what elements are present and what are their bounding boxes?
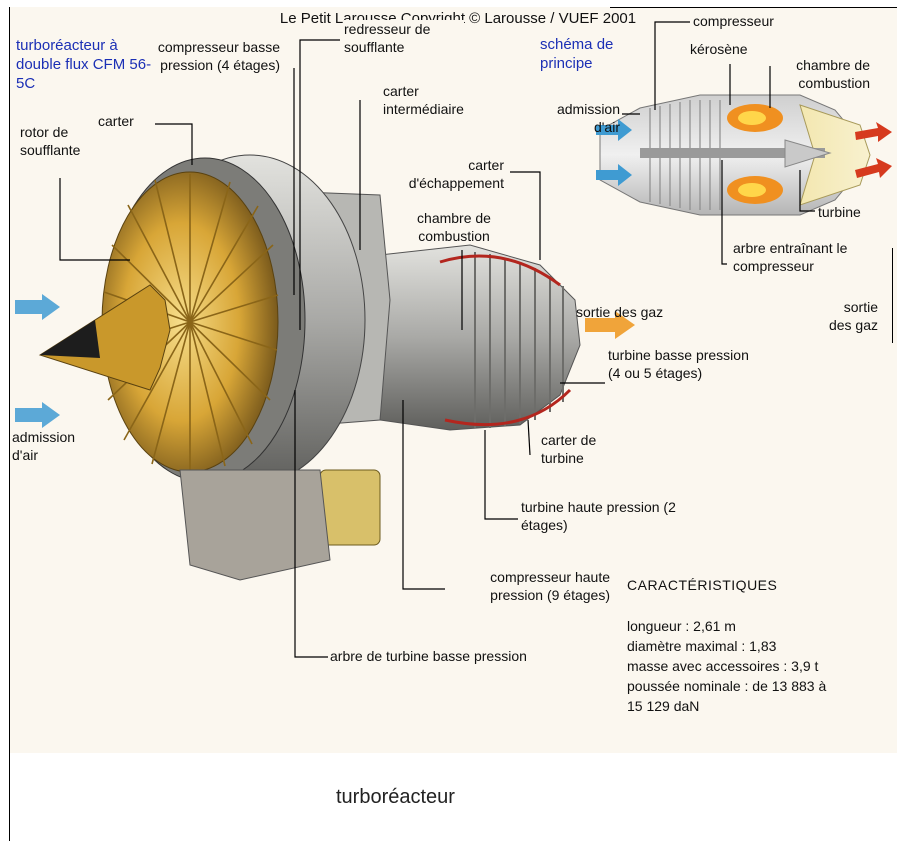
label-schema-arbre: arbre entraînant le compresseur [733, 239, 873, 275]
accessory-gearbox [320, 470, 380, 545]
schema-flame-top-core [738, 111, 766, 125]
label-turbine-bp: turbine basse pression (4 ou 5 étages) [608, 346, 763, 382]
principle-schema [596, 95, 892, 215]
label-compresseur-hp: compresseur haute pression (9 étages) [440, 568, 610, 604]
spec-line: diamètre maximal : 1,83 [627, 637, 776, 655]
label-turbine-hp: turbine haute pression (2 étages) [521, 498, 691, 534]
label-carter-intermediaire: carter intermédiaire [383, 82, 498, 118]
label-carter-turbine: carter de turbine [541, 431, 626, 467]
schema-exhaust-arrow-top [855, 122, 892, 142]
schema-flame-bottom-core [738, 183, 766, 197]
label-sortie-gaz: sortie des gaz [576, 303, 663, 321]
label-carter: carter [98, 112, 134, 130]
intake-arrow-bottom [15, 402, 60, 428]
spec-line: 15 129 daN [627, 697, 699, 715]
label-compresseur-bp: compresseur basse pression (4 étages) [148, 38, 280, 74]
label-schema-chambre: chambre de combustion [770, 56, 870, 92]
label-schema-turbine: turbine [818, 203, 861, 221]
label-admission-air: admission d'air [12, 428, 92, 464]
label-redresseur-soufflante: redresseur de soufflante [344, 20, 464, 56]
label-schema-sortie: sortie des gaz [828, 298, 878, 334]
label-schema-compresseur: compresseur [693, 12, 774, 30]
label-chambre-combustion: chambre de combustion [398, 209, 510, 245]
label-schema-admission: admission d'air [530, 100, 620, 136]
label-rotor-soufflante: rotor de soufflante [20, 123, 105, 159]
specs-title: CARACTÉRISTIQUES [627, 576, 777, 594]
main-intake-arrows [15, 294, 60, 428]
engine-heading: turboréacteur à double flux CFM 56-5C [16, 36, 166, 93]
lower-accessories [180, 470, 330, 580]
spec-line: poussée nominale : de 13 883 à [627, 677, 826, 695]
figure-caption: turboréacteur [336, 788, 455, 806]
spec-line: longueur : 2,61 m [627, 617, 736, 635]
intake-arrow-top [15, 294, 60, 320]
spinner-tip [40, 320, 100, 358]
schema-heading: schéma de principe [540, 35, 640, 73]
spec-line: masse avec accessoires : 3,9 t [627, 657, 818, 675]
label-schema-kerosene: kérosène [690, 40, 748, 58]
label-carter-echappement: carter d'échappement [380, 156, 504, 192]
label-arbre-turbine-bp: arbre de turbine basse pression [330, 647, 527, 665]
